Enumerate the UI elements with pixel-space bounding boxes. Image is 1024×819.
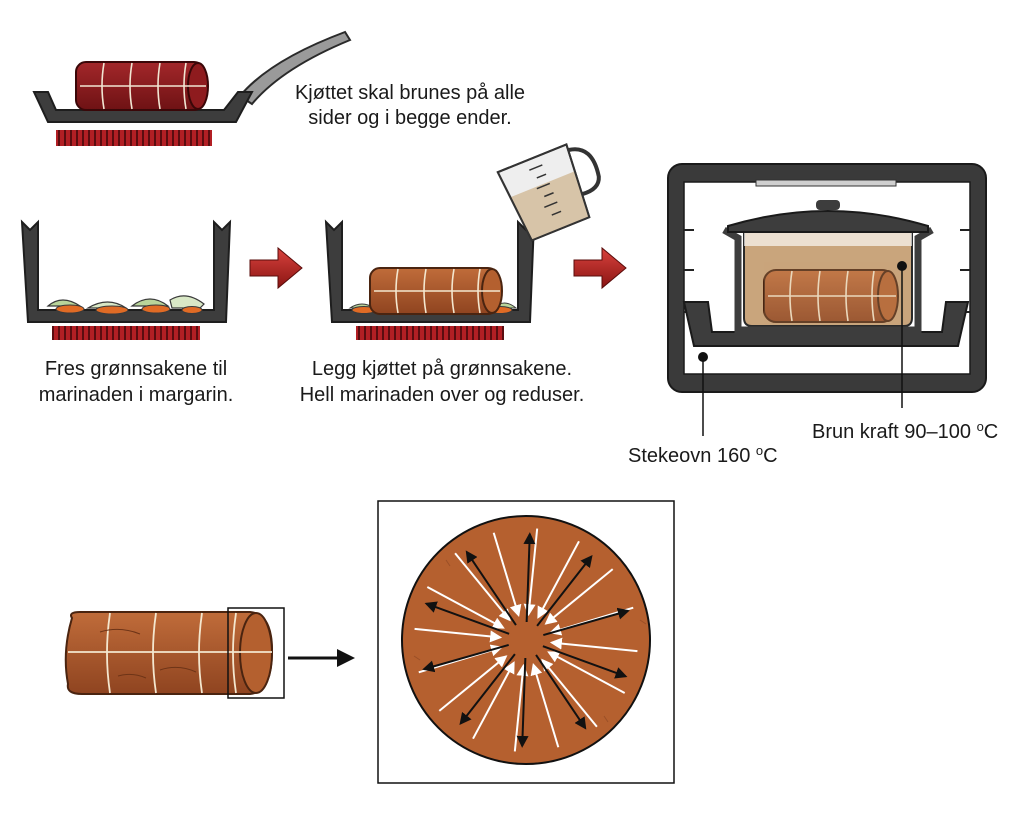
heat-element-step1 — [52, 326, 200, 340]
red-arrow-step2 — [573, 246, 627, 290]
vegetables — [46, 295, 205, 315]
heat-arrow-in — [438, 655, 508, 712]
moisture-arrow-out — [536, 554, 593, 627]
heat-element-pan — [56, 130, 212, 146]
moisture-arrow-out — [543, 607, 630, 637]
step1-caption-line2: marinaden i margarin. — [39, 384, 234, 406]
oven-temperature-label: Stekeovn 160 oC — [628, 443, 778, 467]
roasting-tray — [682, 301, 970, 347]
pot-with-meat — [324, 219, 536, 340]
measuring-jug-icon — [496, 143, 601, 242]
casserole-lid — [727, 210, 929, 233]
pot-with-vegetables — [20, 219, 232, 340]
moisture-arrow-out — [424, 601, 510, 635]
moisture-arrow-out — [535, 654, 587, 730]
heat-arrow-in — [530, 662, 560, 748]
moisture-arrow-out — [422, 643, 509, 673]
browning-caption-line2: sider og i begge ender. — [308, 107, 512, 129]
oven-heating-element — [755, 179, 897, 187]
meat-roll-in-stock — [763, 262, 904, 324]
frying-pan — [32, 91, 254, 123]
step1-caption-line1: Fres grønnsakene til — [45, 358, 227, 380]
browning-caption-line1: Kjøttet skal brunes på alle — [295, 82, 525, 104]
heat-arrow-in — [537, 540, 580, 619]
step2-caption-line2: Hell marinaden over og reduser. — [300, 384, 585, 406]
red-arrow-step1 — [249, 246, 303, 290]
cooked-meat-roll-in-pot — [369, 267, 503, 315]
pan-handle — [238, 30, 352, 106]
raw-meat-roll — [75, 61, 209, 111]
meat-roll-side-view — [64, 611, 274, 695]
heat-arrow-in — [523, 528, 539, 617]
moisture-arrow-out — [542, 645, 628, 679]
cross-section-callout-box — [227, 607, 285, 699]
heat-arrows-outward — [422, 532, 630, 748]
heat-arrow-in — [541, 658, 598, 728]
heat-element-step2 — [356, 326, 504, 340]
casserole-pot-walls — [722, 226, 934, 334]
heat-arrow-in — [549, 637, 638, 653]
moisture-arrow-out — [459, 653, 516, 726]
heat-arrow-in — [544, 568, 614, 625]
heat-arrow-in — [426, 586, 505, 629]
moisture-arrow-out — [523, 532, 536, 623]
heat-arrow-in — [513, 663, 529, 752]
moisture-arrow-out — [465, 550, 517, 626]
meat-cross-section — [401, 515, 651, 765]
pot-step2 — [324, 219, 536, 323]
pot-step1 — [20, 219, 232, 323]
heat-arrow-in — [414, 627, 503, 643]
heat-arrow-in — [472, 661, 515, 740]
heat-arrow-in — [492, 532, 522, 618]
frying-pan-scene — [32, 30, 352, 146]
step2-caption-line1: Legg kjøttet på grønnsakene. — [312, 358, 572, 380]
stock-temperature-label: Brun kraft 90–100 oC — [812, 419, 998, 443]
oven — [667, 163, 987, 436]
heat-arrow-in — [454, 552, 511, 622]
moisture-arrow-out — [516, 657, 529, 748]
heat-arrow-in — [547, 651, 626, 694]
